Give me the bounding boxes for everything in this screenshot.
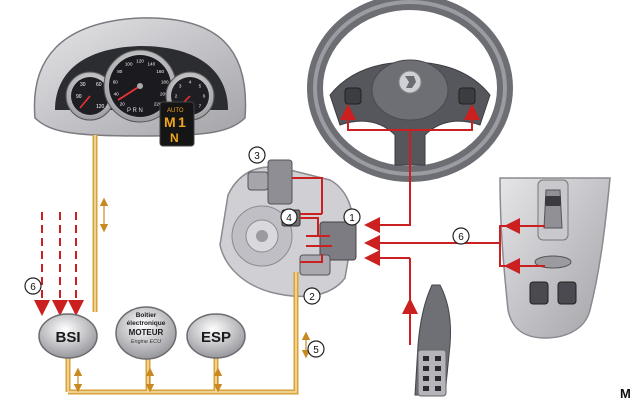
brake-pedal [414, 284, 451, 397]
speedometer-tick-label: 140 [147, 61, 155, 66]
console-switch-left [529, 281, 549, 305]
gear-selector-console [499, 177, 611, 339]
callout-6-left: 6 [24, 277, 42, 295]
callout-2: 2 [303, 287, 321, 305]
rev-counter-tick-label: 2 [175, 94, 178, 99]
svg-text:2: 2 [309, 292, 315, 303]
svg-text:5: 5 [313, 345, 319, 356]
esp-label: ESP [201, 329, 231, 346]
left-gauge-tick: 30 [80, 82, 86, 88]
console-switch-right [557, 281, 577, 305]
left-gauge-tick: 60 [96, 82, 102, 88]
small-readout: P R N [127, 108, 143, 114]
speedometer-tick-label: 220 [154, 101, 162, 106]
callout-4: 4 [280, 208, 298, 226]
engine-ecu-line1: Boîtier [136, 312, 157, 319]
gear-display-mode: AUTO [167, 108, 184, 114]
speedometer-tick-label: 160 [156, 69, 164, 74]
gear-display-1: 1 [178, 114, 186, 130]
rev-counter-tick-label: 4 [189, 80, 192, 85]
wheel-right-controls [458, 87, 476, 105]
gearbox-ecu-1 [319, 221, 357, 261]
speedometer-tick-label: 120 [136, 59, 144, 64]
left-gauge-tick: 120 [96, 104, 105, 110]
can-bus-direction-arrows [73, 197, 311, 393]
svg-text:4: 4 [286, 213, 292, 224]
callout-3: 3 [248, 146, 266, 164]
speedometer-tick-label: 20 [120, 101, 126, 106]
callout-1: 1 [343, 208, 361, 226]
engine-ecu-line3: MOTEUR [129, 328, 164, 337]
bsi-unit: BSI [38, 313, 98, 359]
rev-counter-tick-label: 6 [203, 94, 206, 99]
gear-display-m: M [164, 114, 176, 130]
speedometer-tick-label: 60 [113, 80, 119, 85]
speedometer-tick-label: 40 [114, 91, 120, 96]
rev-counter-tick-label: 3 [179, 84, 182, 89]
paddle-signal-lines [340, 104, 480, 233]
esp-unit: ESP [186, 313, 246, 359]
speedometer-tick-label: 80 [117, 69, 123, 74]
peugeot-lion-logo [398, 70, 422, 94]
engine-ecu-line4: Engine ECU [131, 339, 161, 345]
gear-actuator-3 [267, 159, 293, 205]
can-bus-wiring [65, 135, 299, 395]
speedometer-tick-label: 180 [161, 80, 169, 85]
bsi-input-signals [34, 212, 84, 316]
gearbox-assembly [219, 159, 357, 298]
instrument-cluster: 30 60 90 120 204060801001201401601802002… [33, 17, 247, 147]
corner-text: M [620, 386, 631, 400]
selector-signal-lines [499, 218, 545, 274]
speedometer-tick-label: 200 [160, 91, 168, 96]
gearbox-signal-inputs [364, 235, 500, 345]
engine-ecu-unit: Boîtier électronique MOTEUR Engine ECU [115, 306, 177, 360]
speedometer-tick-label: 100 [125, 61, 133, 66]
rev-counter-tick-label: 5 [199, 84, 202, 89]
svg-text:1: 1 [349, 213, 355, 224]
svg-text:3: 3 [254, 151, 260, 162]
engine-ecu-line2: électronique [127, 320, 166, 327]
callout-5: 5 [307, 340, 325, 358]
gearbox-internal-wiring [292, 177, 332, 263]
svg-text:6: 6 [30, 282, 36, 293]
left-gauge-tick: 90 [76, 94, 82, 100]
wheel-left-controls [344, 87, 362, 105]
rev-counter-tick-label: 7 [199, 104, 202, 109]
callout-6-right: 6 [452, 227, 470, 245]
gear-display [159, 101, 195, 147]
bsi-label: BSI [55, 329, 80, 346]
svg-text:6: 6 [458, 232, 464, 243]
gear-display-n: N [170, 131, 179, 145]
